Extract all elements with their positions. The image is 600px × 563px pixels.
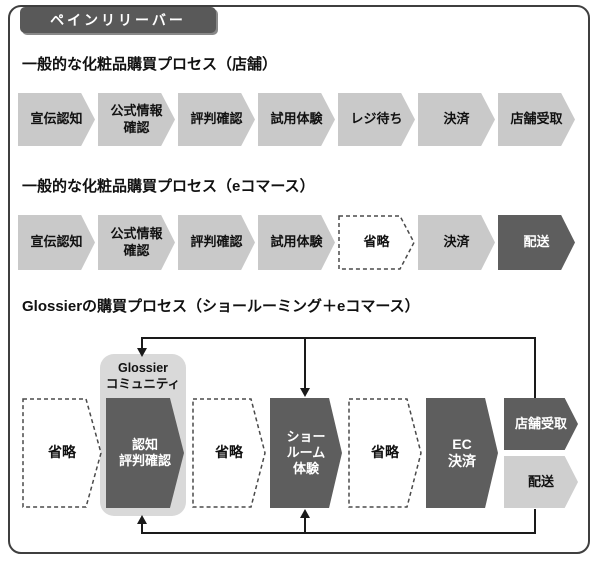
ec-step-omitted: 省略 (338, 215, 415, 270)
glossier-step-omitted-1: 省略 (22, 398, 102, 508)
store-step-register-wait: レジ待ち (338, 93, 415, 146)
store-step-store-pickup: 店舗受取 (498, 93, 575, 146)
store-step-reputation-check: 評判確認 (178, 93, 255, 146)
ec-step-trial-experience: 試用体験 (258, 215, 335, 270)
section3-heading: Glossierの購買プロセス（ショールーミング＋eコマース） (22, 298, 420, 315)
ec-step-payment: 決済 (418, 215, 495, 270)
store-step-ad-awareness: 宣伝認知 (18, 93, 95, 146)
store-step-trial-experience: 試用体験 (258, 93, 335, 146)
title-badge-label: ペインリリーバー (50, 12, 186, 28)
title-badge: ペインリリーバー (20, 7, 216, 33)
glossier-step-showroom-experience: ショー ルーム 体験 (270, 398, 342, 508)
ec-step-delivery: 配送 (498, 215, 575, 270)
glossier-step-store-pickup: 店舗受取 (504, 398, 578, 450)
dashed-chevron-outline (338, 215, 415, 270)
glossier-step-omitted-3: 省略 (348, 398, 422, 508)
glossier-step-delivery: 配送 (504, 456, 578, 508)
store-step-official-info-check: 公式情報 確認 (98, 93, 175, 146)
dashed-chevron-outline (348, 398, 422, 508)
section2-heading: 一般的な化粧品購買プロセス（eコマース） (22, 178, 315, 195)
glossier-step-omitted-2: 省略 (192, 398, 266, 508)
ec-step-reputation-check: 評判確認 (178, 215, 255, 270)
ec-step-official-info-check: 公式情報 確認 (98, 215, 175, 270)
glossier-step-awareness-reputation-check: 認知 評判確認 (106, 398, 184, 508)
dashed-chevron-outline (192, 398, 266, 508)
ec-step-ad-awareness: 宣伝認知 (18, 215, 95, 270)
dashed-chevron-outline (22, 398, 102, 508)
glossier-step-ec-payment: EC 決済 (426, 398, 498, 508)
section1-heading: 一般的な化粧品購買プロセス（店舗） (22, 56, 278, 73)
glossier-community-label: Glossier コミュニティ (105, 361, 181, 391)
store-step-payment: 決済 (418, 93, 495, 146)
